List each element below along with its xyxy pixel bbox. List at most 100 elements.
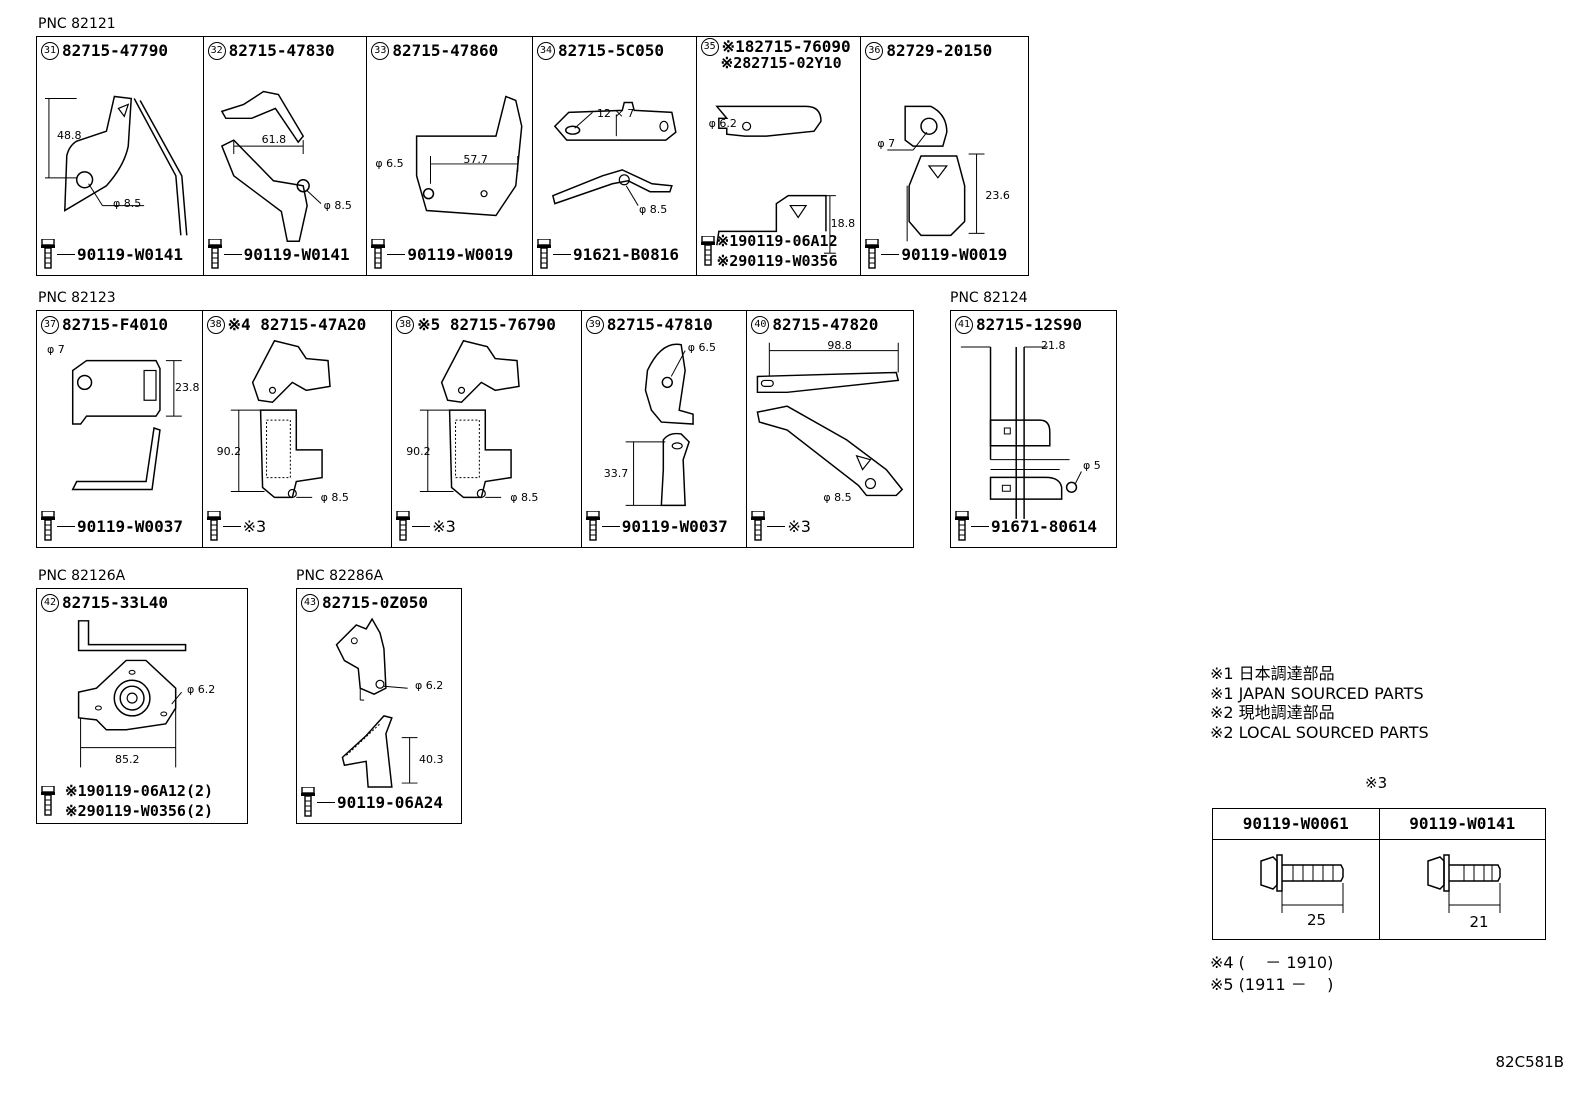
part-number: 82715-33L40 (62, 593, 168, 612)
dimension-label: φ 6.2 (187, 683, 216, 696)
callout-number: 39 (585, 315, 604, 334)
dimension-label: φ 5 (1083, 459, 1101, 472)
dimension-label: φ 8.5 (113, 197, 142, 210)
dimension-label: 57.7 (463, 153, 488, 166)
bolt-callout: ※190119-06A12 ※290119-W0356 (700, 231, 838, 271)
bolt-callout: ※3 (751, 511, 811, 541)
note-line: ※1 JAPAN SOURCED PARTS (1210, 683, 1424, 703)
bolt-part-number: 90119-W0037 (77, 516, 183, 536)
bolt-part-number: ※290119-W0356 (716, 252, 838, 270)
part-number: 82715-47790 (62, 41, 168, 60)
bolt-length: 21 (1469, 913, 1489, 931)
bolt-icon (955, 511, 969, 541)
bolt-part-number: ※290119-W0356(2) (65, 802, 214, 820)
bolt-callout: 91621-B0816 (537, 239, 679, 269)
part-cell[interactable]: 38※4 82715-47A20 90.2 φ 8.5 ※3 (203, 311, 393, 547)
dimension-label: 21.8 (1041, 339, 1066, 352)
bolt-callout: 90119-W0019 (371, 239, 513, 269)
dimension-label: 33.7 (603, 467, 629, 480)
bolt-part-number: 90119-W0037 (621, 516, 728, 536)
part-cell[interactable]: 38※5 82715-76790 90.2 φ 8.5 ※3 (392, 311, 582, 547)
part-number: 82715-12S90 (976, 315, 1082, 334)
bolt-callout: ※3 (206, 511, 266, 541)
note-line: ※2 現地調達部品 (1210, 703, 1335, 722)
bolt-part-number: 90119-W0141 (77, 244, 183, 264)
dimension-label: φ 8.5 (510, 491, 539, 504)
part-number: 82715-0Z050 (322, 593, 428, 612)
dimension-label: 90.2 (406, 445, 431, 458)
bracket-drawing (44, 95, 188, 236)
note-line: ※2 LOCAL SOURCED PARTS (1210, 722, 1429, 742)
part-number: ※282715-02Y10 (720, 54, 842, 72)
bolt-icon (537, 239, 551, 269)
note-line: ※5 (1911 － ) (1210, 975, 1334, 994)
bolt-icon (301, 787, 315, 817)
bolt-icon (41, 239, 55, 269)
part-number: 82715-F4010 (62, 315, 168, 334)
callout-number: 32 (207, 41, 226, 60)
dimension-label: φ 7 (877, 137, 896, 150)
bolt-part-number: ※190119-06A12 (716, 232, 838, 250)
bracket-drawing (625, 343, 694, 507)
bracket-drawing (887, 105, 985, 242)
bolt-part-number: 90119-W0019 (901, 244, 1008, 264)
illustration-code: 82C581B (1495, 1053, 1564, 1071)
bracket-drawing (71, 359, 182, 491)
dimension-label: φ 6.5 (687, 341, 716, 354)
dimension-label: 23.6 (985, 189, 1010, 202)
dimension-label: 90.2 (216, 445, 242, 458)
reference-3-table: 90119-W0061 25 90119-W0141 21 (1212, 808, 1546, 940)
bolt-icon (371, 239, 386, 269)
dimension-label: 61.8 (261, 133, 287, 146)
bolt-icon (585, 511, 600, 541)
part-number: ※182715-76090 (721, 37, 851, 56)
pnc-label: PNC 82123 (38, 290, 116, 306)
pnc-label: PNC 82286A (296, 568, 384, 584)
dimension-label: φ 7 (47, 343, 65, 356)
bolt-icon (207, 239, 222, 269)
dimension-label: φ 8.5 (823, 491, 852, 504)
callout-number: 40 (751, 315, 770, 334)
callout-number: 38 (206, 315, 225, 334)
bolt-callout: 90119-06A24 (301, 787, 443, 817)
bolt-callout: 91671-80614 (955, 511, 1097, 541)
part-number: 82715-47860 (392, 41, 499, 60)
bolt-callout: 90119-W0037 (41, 511, 183, 541)
bolt-reference-cell[interactable]: 90119-W0061 25 (1213, 809, 1380, 939)
date-range-notes: ※4 ( － 1910) ※5 (1911 － ) (1210, 952, 1333, 996)
dimension-label: 98.8 (827, 339, 852, 352)
callout-number: 31 (41, 41, 59, 60)
bolt-icon (41, 511, 55, 541)
part-number: 82729-20150 (886, 41, 993, 60)
bolt-length: 25 (1307, 911, 1327, 929)
part-cell[interactable]: 35※182715-76090 ※282715-02Y10 φ 6.2 18.8… (697, 37, 862, 275)
bracket-drawing (960, 346, 1082, 519)
bolt-part-number: ※190119-06A12(2) (65, 782, 214, 800)
pnc-label: PNC 82126A (38, 568, 126, 584)
reference-3-title: ※3 (1365, 774, 1388, 792)
callout-number: 43 (301, 593, 319, 612)
bolt-icon (865, 239, 880, 269)
bracket-drawing (756, 342, 904, 497)
bolt-part-number: ※3 (432, 516, 456, 536)
dimension-label: φ 8.5 (320, 491, 349, 504)
bolt-part-number: 90119-06A24 (337, 792, 443, 812)
bolt-reference-cell[interactable]: 90119-W0141 21 (1379, 809, 1545, 939)
callout-number: 41 (955, 315, 973, 334)
pnc-label: PNC 82124 (950, 290, 1028, 306)
bolt-part-number: 90119-W0019 (407, 244, 514, 264)
